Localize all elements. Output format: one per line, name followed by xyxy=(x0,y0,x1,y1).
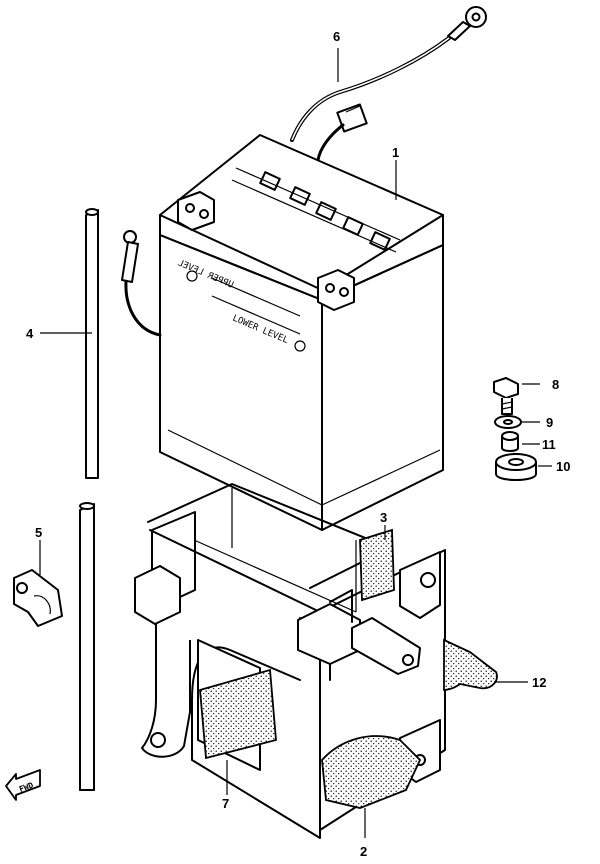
cell-caps xyxy=(231,167,401,253)
breather-tube-part-4 xyxy=(79,208,99,791)
cable-part-6 xyxy=(290,6,487,162)
fwd-arrow-icon: FWD xyxy=(5,769,41,801)
battery-lead xyxy=(121,230,162,337)
leader-lines xyxy=(39,48,552,838)
callout-9: 9 xyxy=(546,415,553,430)
callout-7: 7 xyxy=(222,796,229,811)
callout-1: 1 xyxy=(392,145,399,160)
washer-part-9 xyxy=(494,415,522,429)
grommet-part-10 xyxy=(495,453,537,481)
pad-part-3 xyxy=(359,528,395,602)
collar-part-11 xyxy=(501,431,519,452)
callout-2: 2 xyxy=(360,844,367,859)
pad-part-7 xyxy=(199,668,277,760)
pad-part-12 xyxy=(443,638,498,691)
positive-terminal xyxy=(317,269,355,311)
callout-3: 3 xyxy=(380,510,387,525)
negative-terminal xyxy=(177,191,215,231)
callout-5: 5 xyxy=(35,525,42,540)
callout-4: 4 xyxy=(26,326,34,341)
callout-8: 8 xyxy=(552,377,559,392)
battery-part-1: UPPER LEVEL LOWER LEVEL xyxy=(159,134,444,531)
bolt-part-8 xyxy=(493,377,519,415)
callout-12: 12 xyxy=(532,675,546,690)
callout-6: 6 xyxy=(333,29,340,44)
pad-holder-floor xyxy=(321,735,422,809)
clamp-part-5 xyxy=(13,569,63,627)
callout-10: 10 xyxy=(556,459,570,474)
callout-11: 11 xyxy=(542,437,556,452)
